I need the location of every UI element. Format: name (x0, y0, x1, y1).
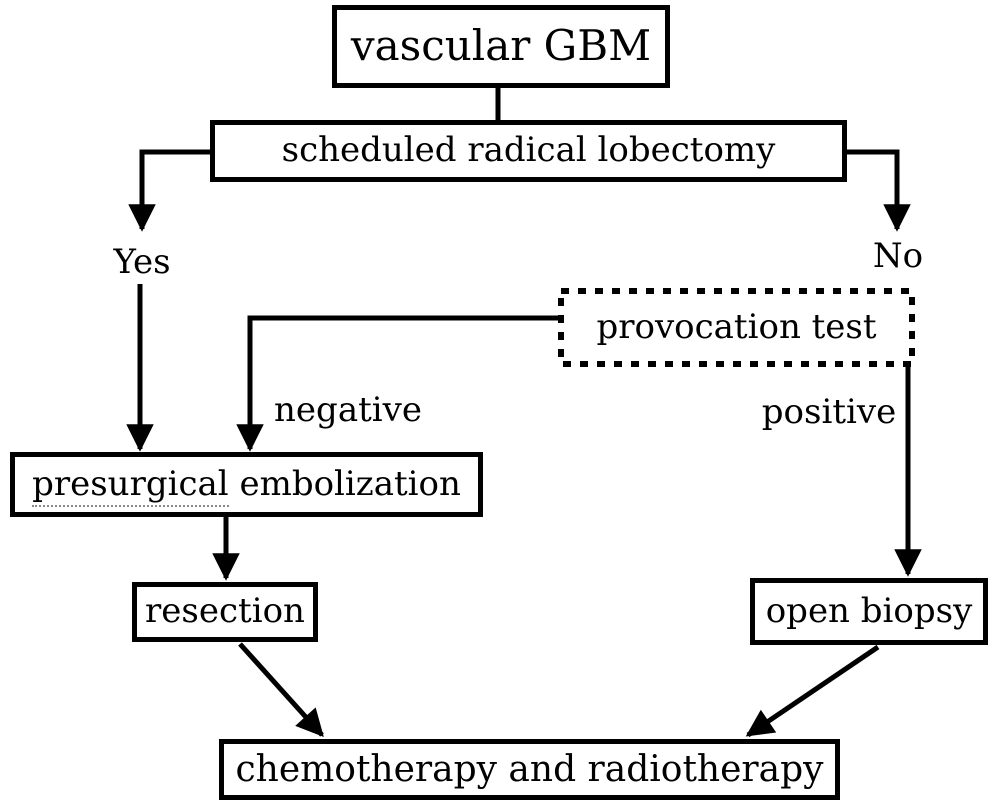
node-vascular-gbm: vascular GBM (332, 5, 670, 88)
node-resection: resection (132, 582, 318, 642)
node-scheduled-radical-lobectomy: scheduled radical lobectomy (210, 120, 847, 182)
node-presurgical-embolization-label: presurgical embolization (32, 463, 461, 507)
edge-label-yes: Yes (113, 242, 171, 282)
edge-lobectomy-no-elbow (845, 149, 911, 232)
node-provocation-test-label: provocation test (596, 306, 877, 347)
edge-lobectomy-yes-elbow (128, 149, 212, 232)
node-open-biopsy-label: open biopsy (765, 590, 973, 631)
node-resection-label: resection (145, 591, 305, 632)
node-chemotherapy-and-radiotherapy-label: chemotherapy and radiotherapy (235, 748, 824, 790)
embolization-word: embolization (228, 463, 461, 504)
edge-negative-to-embolization (236, 315, 560, 452)
provocation-test-dotted-border (558, 288, 915, 367)
node-open-biopsy: open biopsy (750, 578, 988, 645)
node-provocation-test: provocation test (558, 288, 915, 367)
edge-open-biopsy-to-chemo (745, 644, 880, 738)
node-presurgical-embolization: presurgical embolization (10, 452, 483, 517)
edge-label-positive: positive (761, 392, 897, 432)
edge-label-negative: negative (274, 390, 422, 430)
node-vascular-gbm-label: vascular GBM (350, 21, 652, 71)
node-scheduled-radical-lobectomy-label: scheduled radical lobectomy (281, 130, 776, 171)
edge-resection-to-chemo (238, 642, 324, 738)
presurgical-word-squiggle: presurgical (32, 463, 229, 507)
edge-label-no: No (872, 236, 924, 276)
node-chemotherapy-and-radiotherapy: chemotherapy and radiotherapy (219, 739, 840, 800)
